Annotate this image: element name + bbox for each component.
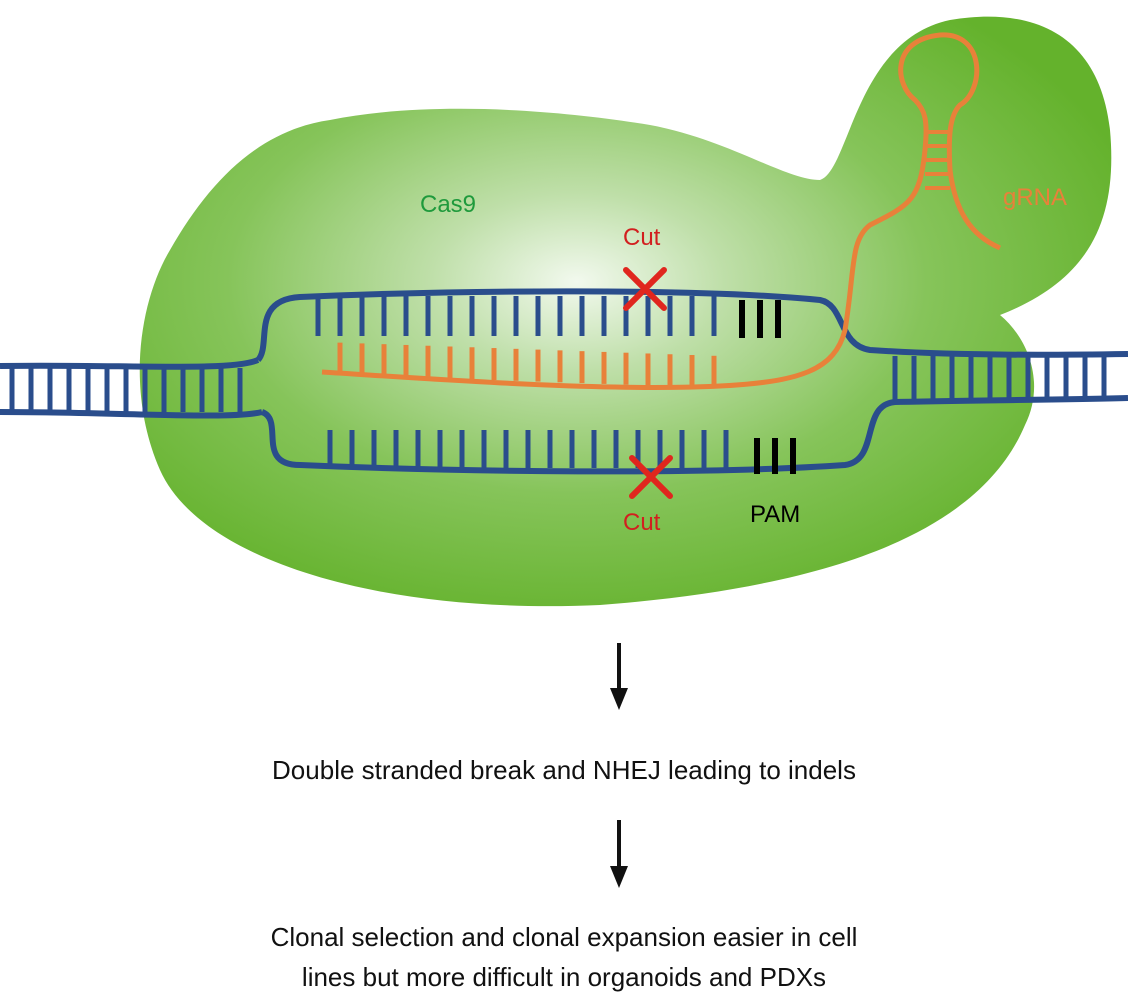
cut-label-top: Cut (623, 224, 661, 251)
step-clonal-selection-line-1: Clonal selection and clonal expansion ea… (270, 922, 858, 952)
down-arrow-2 (610, 820, 628, 888)
cas9-label: Cas9 (420, 191, 476, 218)
dna-left-top-strand (0, 357, 260, 370)
down-arrow-1 (610, 643, 628, 710)
pam-label: PAM (750, 501, 800, 528)
grna-label: gRNA (1003, 184, 1067, 211)
grna-bases (337, 342, 717, 388)
step-double-strand-break: Double stranded break and NHEJ leading t… (272, 755, 856, 785)
cut-mark-bottom (629, 455, 673, 499)
dna-bottom-strand (260, 395, 1128, 475)
step-clonal-selection: Clonal selection and clonal expansion ea… (0, 917, 1128, 997)
pam-marks-bottom (754, 438, 796, 474)
grna-hairpin-stem (925, 130, 950, 190)
dna-double-helix-left (9, 368, 243, 412)
dna-top-strand-bases (315, 296, 717, 336)
dna-double-helix-right (892, 356, 1107, 400)
dna-bottom-strand-bases (327, 430, 729, 468)
cut-mark-top (623, 267, 667, 311)
dna-top-strand (255, 288, 1128, 363)
cut-label-bottom: Cut (623, 509, 661, 536)
pam-marks-top (739, 300, 781, 338)
dna-left-bottom-strand (0, 409, 263, 419)
step-clonal-selection-line-2: lines but more difficult in organoids an… (301, 962, 827, 992)
